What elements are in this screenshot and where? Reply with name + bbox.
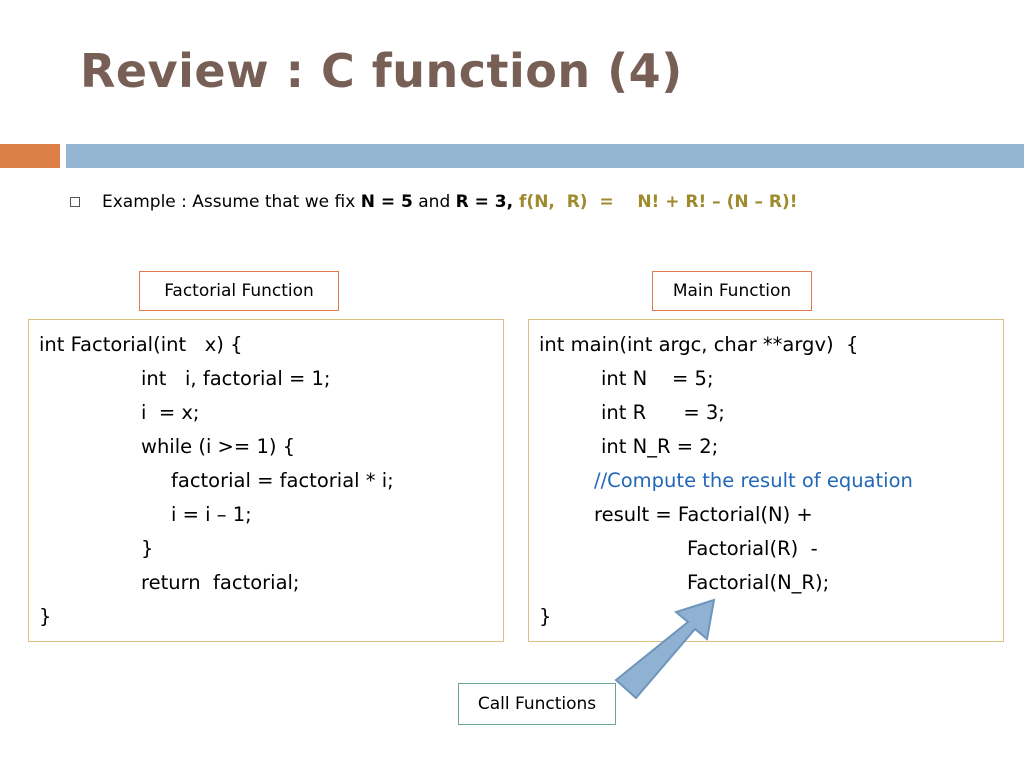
bullet-square-icon	[70, 197, 80, 207]
code-line: int N = 5;	[601, 367, 714, 390]
main-function-label: Main Function	[652, 271, 812, 311]
title-underline-blue	[66, 144, 1024, 168]
code-line: int i, factorial = 1;	[141, 367, 331, 390]
call-functions-label: Call Functions	[458, 683, 616, 725]
bullet-r-assign: R = 3,	[455, 192, 514, 212]
code-line: int R = 3;	[601, 401, 725, 424]
code-line: int main(int argc, char **argv) {	[539, 333, 859, 356]
code-line: i = x;	[141, 401, 200, 424]
factorial-function-label: Factorial Function	[139, 271, 339, 311]
code-line: int Factorial(int x) {	[39, 333, 243, 356]
example-bullet: Example : Assume that we fix N = 5 and R…	[70, 190, 798, 214]
main-code-box: int main(int argc, char **argv) { int N …	[528, 319, 1004, 642]
title-underline-orange	[0, 144, 60, 168]
code-line: i = i – 1;	[171, 503, 252, 526]
bullet-formula: f(N, R) = N! + R! – (N – R)!	[513, 192, 798, 212]
code-line: int N_R = 2;	[601, 435, 719, 458]
code-line: Factorial(N_R);	[687, 571, 830, 594]
code-line: }	[39, 605, 52, 628]
code-line: while (i >= 1) {	[141, 435, 296, 458]
code-line: }	[141, 537, 154, 560]
code-line: factorial = factorial * i;	[171, 469, 394, 492]
slide-title: Review : C function (4)	[80, 44, 683, 98]
factorial-code-box: int Factorial(int x) { int i, factorial …	[28, 319, 504, 642]
bullet-n-assign: N = 5	[360, 192, 413, 212]
code-line: result = Factorial(N) +	[594, 503, 813, 526]
bullet-and: and	[412, 192, 456, 212]
code-line: return factorial;	[141, 571, 300, 594]
code-line: Factorial(R) -	[687, 537, 818, 560]
bullet-prefix: Example : Assume that we fix	[102, 192, 361, 212]
code-line: }	[539, 605, 552, 628]
code-comment: //Compute the result of equation	[594, 469, 913, 492]
